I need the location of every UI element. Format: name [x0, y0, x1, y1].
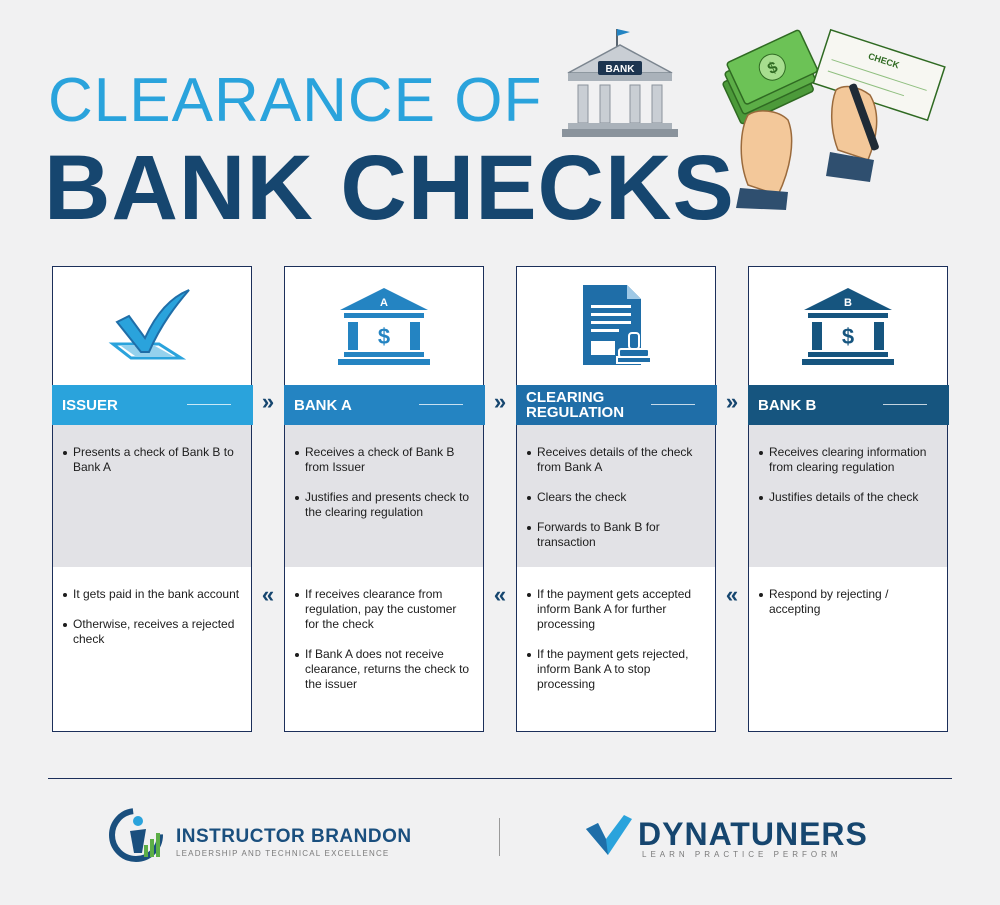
issuer-column: ISSUER Presents a check of Bank B to Ban…: [52, 266, 252, 732]
header-line: [651, 404, 695, 405]
list-item: Justifies details of the check: [759, 490, 937, 505]
bank-b-upper-panel: Receives clearing information from clear…: [749, 425, 947, 567]
list-item: If Bank A does not receive clearance, re…: [295, 647, 473, 692]
bank-a-header-label: BANK A: [294, 397, 352, 414]
bank-b-lower-panel: Respond by rejecting / accepting: [749, 567, 947, 632]
footer-divider: [48, 778, 952, 779]
document-stamp-icon: [571, 281, 661, 371]
clearing-header-line2: REGULATION: [526, 404, 624, 421]
bank-a-lower-panel: If receives clearance from regulation, p…: [285, 567, 483, 707]
list-item: If receives clearance from regulation, p…: [295, 587, 473, 632]
issuer-upper-panel: Presents a check of Bank B to Bank A: [53, 425, 251, 567]
list-item: Presents a check of Bank B to Bank A: [63, 445, 241, 475]
bank-a-column: A $ BANK A Receives a check of Bank B fr…: [284, 266, 484, 732]
header-line: [883, 404, 927, 405]
list-item: Respond by rejecting / accepting: [759, 587, 937, 617]
back-arrow-icon: «: [717, 582, 747, 608]
bank-building-icon: BANK: [560, 25, 680, 145]
clearing-lower-panel: If the payment gets accepted inform Bank…: [517, 567, 715, 707]
list-item: Receives details of the check from Bank …: [527, 445, 705, 475]
dynatuners-name: DYNATUNERS: [638, 816, 868, 853]
bank-a-icon: A $: [336, 286, 432, 366]
header-line: [187, 404, 231, 405]
instructor-brandon-tagline: LEADERSHIP AND TECHNICAL EXCELLENCE: [176, 849, 389, 858]
forward-arrow-icon: »: [717, 389, 747, 415]
list-item: Otherwise, receives a rejected check: [63, 617, 241, 647]
list-item: Justifies and presents check to the clea…: [295, 490, 473, 520]
forward-arrow-icon: »: [253, 389, 283, 415]
bank-b-icon: B $: [800, 286, 896, 366]
clearing-upper-panel: Receives details of the check from Bank …: [517, 425, 715, 567]
list-item: If the payment gets accepted inform Bank…: [527, 587, 705, 632]
title-line-2: BANK CHECKS: [44, 142, 735, 234]
instructor-brandon-name: INSTRUCTOR BRANDON: [176, 826, 412, 848]
logo-separator: [499, 818, 500, 856]
svg-text:$: $: [378, 324, 390, 349]
list-item: It gets paid in the bank account: [63, 587, 241, 602]
list-item: Receives clearing information from clear…: [759, 445, 937, 475]
issuer-header: ISSUER: [52, 385, 253, 425]
bank-a-upper-panel: Receives a check of Bank B from Issuer J…: [285, 425, 483, 567]
bank-b-letter: B: [844, 297, 852, 309]
issuer-lower-panel: It gets paid in the bank account Otherwi…: [53, 567, 251, 662]
hands-money-check-icon: $ CHECK: [718, 20, 958, 220]
instructor-brandon-logo-icon: [108, 805, 168, 865]
bank-a-letter: A: [380, 297, 388, 309]
bank-sign-label: BANK: [606, 64, 636, 75]
clearing-regulation-column: CLEARING REGULATION Receives details of …: [516, 266, 716, 732]
title-line-1: CLEARANCE OF: [48, 70, 542, 132]
list-item: Receives a check of Bank B from Issuer: [295, 445, 473, 475]
clearing-regulation-header: CLEARING REGULATION: [516, 385, 717, 425]
forward-arrow-icon: »: [485, 389, 515, 415]
back-arrow-icon: «: [253, 582, 283, 608]
dynatuners-logo-icon: [584, 815, 634, 859]
dynatuners-tagline: LEARN PRACTICE PERFORM: [642, 850, 842, 859]
header-line: [419, 404, 463, 405]
list-item: Clears the check: [527, 490, 705, 505]
back-arrow-icon: «: [485, 582, 515, 608]
bank-b-header: BANK B: [748, 385, 949, 425]
bank-b-header-label: BANK B: [758, 397, 816, 414]
checkmark-icon: [107, 286, 197, 366]
bank-b-column: B $ BANK B Receives clearing information…: [748, 266, 948, 732]
bank-a-header: BANK A: [284, 385, 485, 425]
list-item: Forwards to Bank B for transaction: [527, 520, 705, 550]
list-item: If the payment gets rejected, inform Ban…: [527, 647, 705, 692]
svg-text:$: $: [842, 324, 854, 349]
issuer-header-label: ISSUER: [62, 397, 118, 414]
